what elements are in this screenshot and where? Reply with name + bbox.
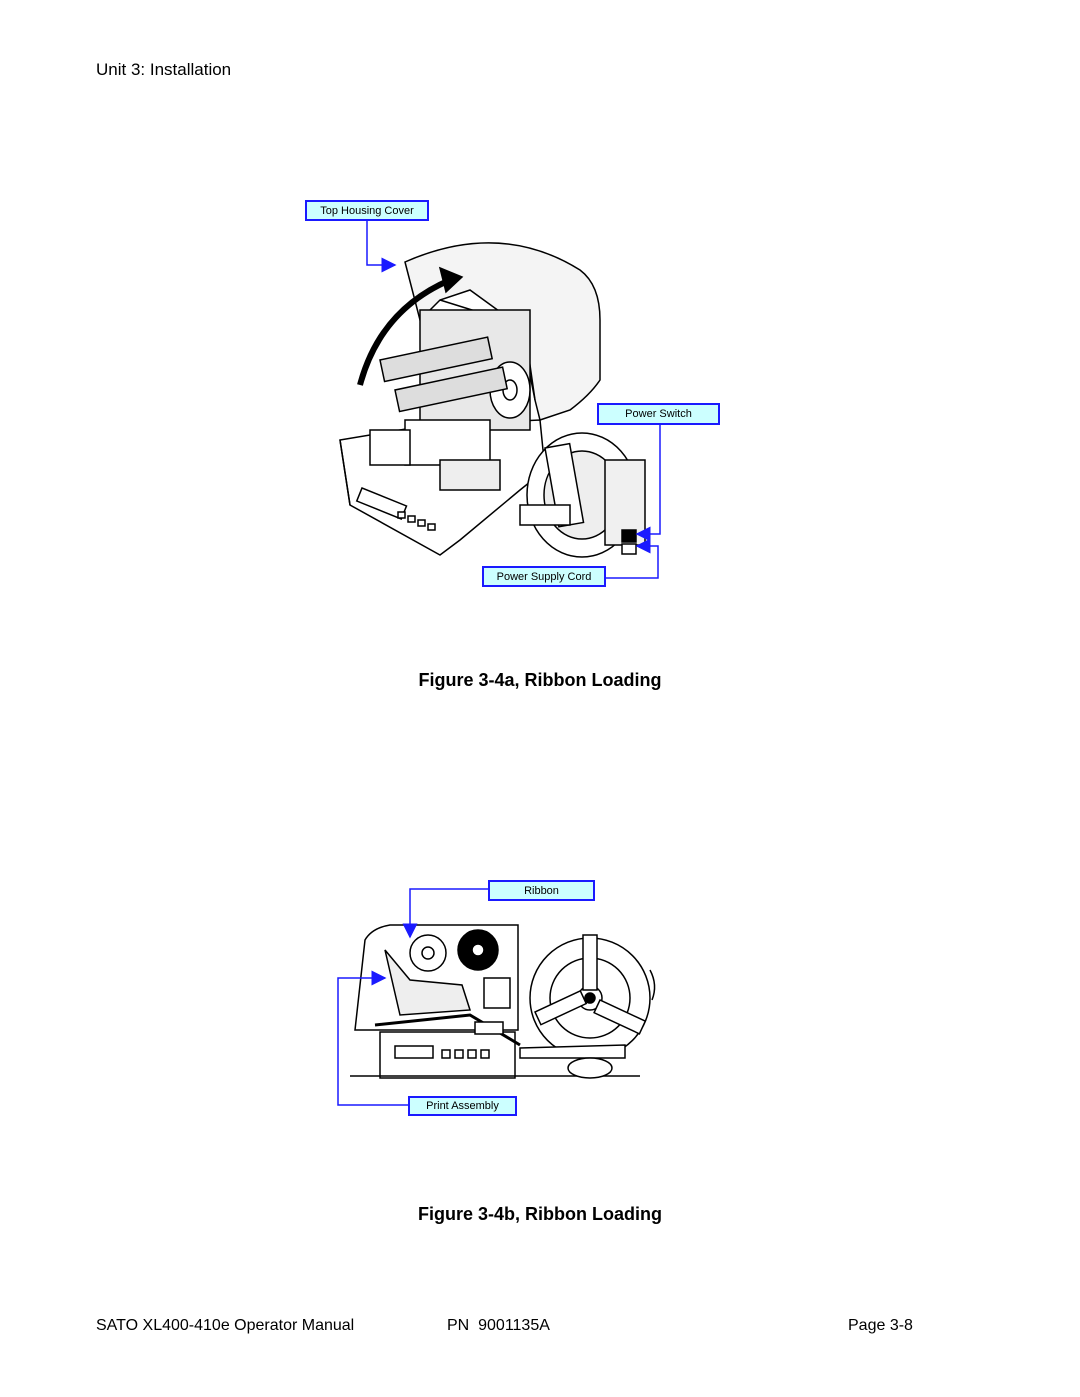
- top-housing-cover-callout: Top Housing Cover: [305, 200, 429, 221]
- figure-3-4b-caption: Figure 3-4b, Ribbon Loading: [418, 1204, 662, 1224]
- power-switch-callout: Power Switch: [597, 403, 720, 425]
- figure-3-4a-caption: Figure 3-4a, Ribbon Loading: [418, 670, 662, 690]
- footer-manual-title: SATO XL400-410e Operator Manual: [96, 1317, 355, 1334]
- print-assembly-callout: Print Assembly: [408, 1096, 517, 1116]
- ribbon-callout: Ribbon: [488, 880, 595, 901]
- footer-page-number: Page 3-8: [848, 1317, 913, 1334]
- footer-part-number: PN 9001135A: [447, 1317, 550, 1334]
- page-header: Unit 3: Installation: [96, 60, 232, 79]
- power-supply-cord-callout: Power Supply Cord: [482, 566, 606, 587]
